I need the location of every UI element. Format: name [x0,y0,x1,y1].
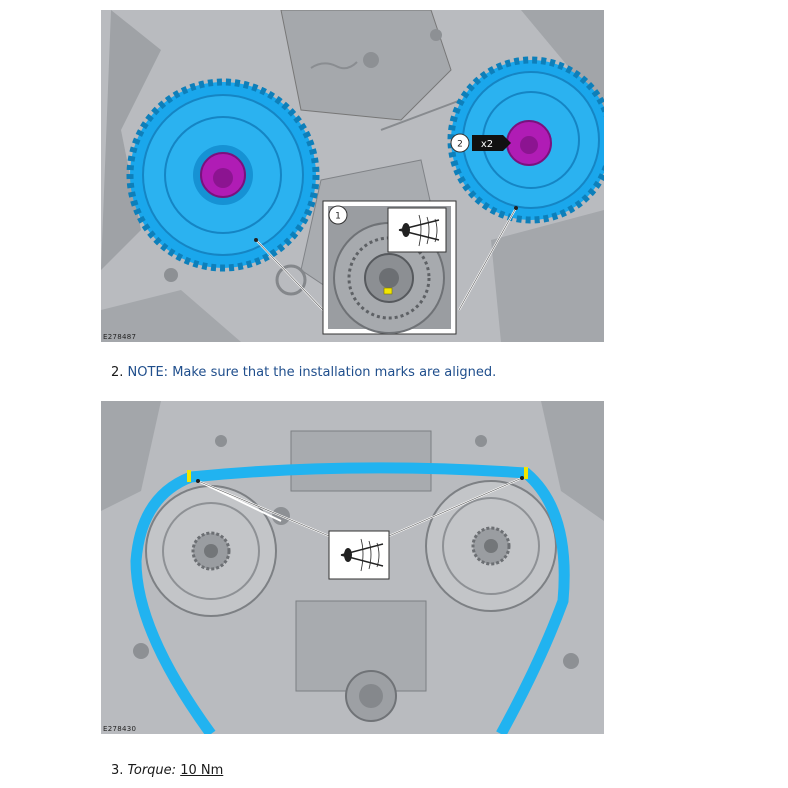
svg-text:x2: x2 [481,139,493,150]
left-chain-mark [187,470,191,482]
timing-chain-illustration [101,401,604,734]
torque-label: Torque: [127,763,177,778]
svg-text:2: 2 [457,140,463,150]
right-camshaft-sprocket [447,56,604,224]
ford-logo-emboss [310,61,358,70]
step-3-torque: 3. Torque: 10 Nm [111,763,223,778]
note-text: Make sure that the installation marks ar… [172,365,497,380]
timing-chain-figure: E278430 [101,401,604,734]
right-camshaft-gear [425,480,557,612]
camshaft-sprocket-figure: 1 2 x2 E278487 [101,10,604,342]
timing-chain [130,462,570,734]
quantity-arrow [472,135,511,151]
eye-inspection-icon [328,530,390,580]
callout-2: 2 x2 [450,133,511,153]
torque-value-link[interactable]: 10 Nm [180,763,224,778]
figure-code: E278430 [103,725,137,733]
eye-inspection-icon [387,207,447,253]
step-number: 3. [111,763,124,778]
svg-text:1: 1 [335,212,341,222]
callout-1: 1 [328,205,348,225]
camshaft-sprocket-illustration: 1 2 x2 [101,10,604,342]
right-chain-mark [524,467,528,479]
step-2-note: 2. NOTE: Make sure that the installation… [111,365,496,380]
note-label: NOTE: [127,365,169,380]
step-number: 2. [111,365,124,380]
left-camshaft-sprocket [126,78,320,272]
alignment-mark [383,287,393,295]
left-camshaft-gear [145,485,277,617]
figure-code: E278487 [103,333,137,341]
